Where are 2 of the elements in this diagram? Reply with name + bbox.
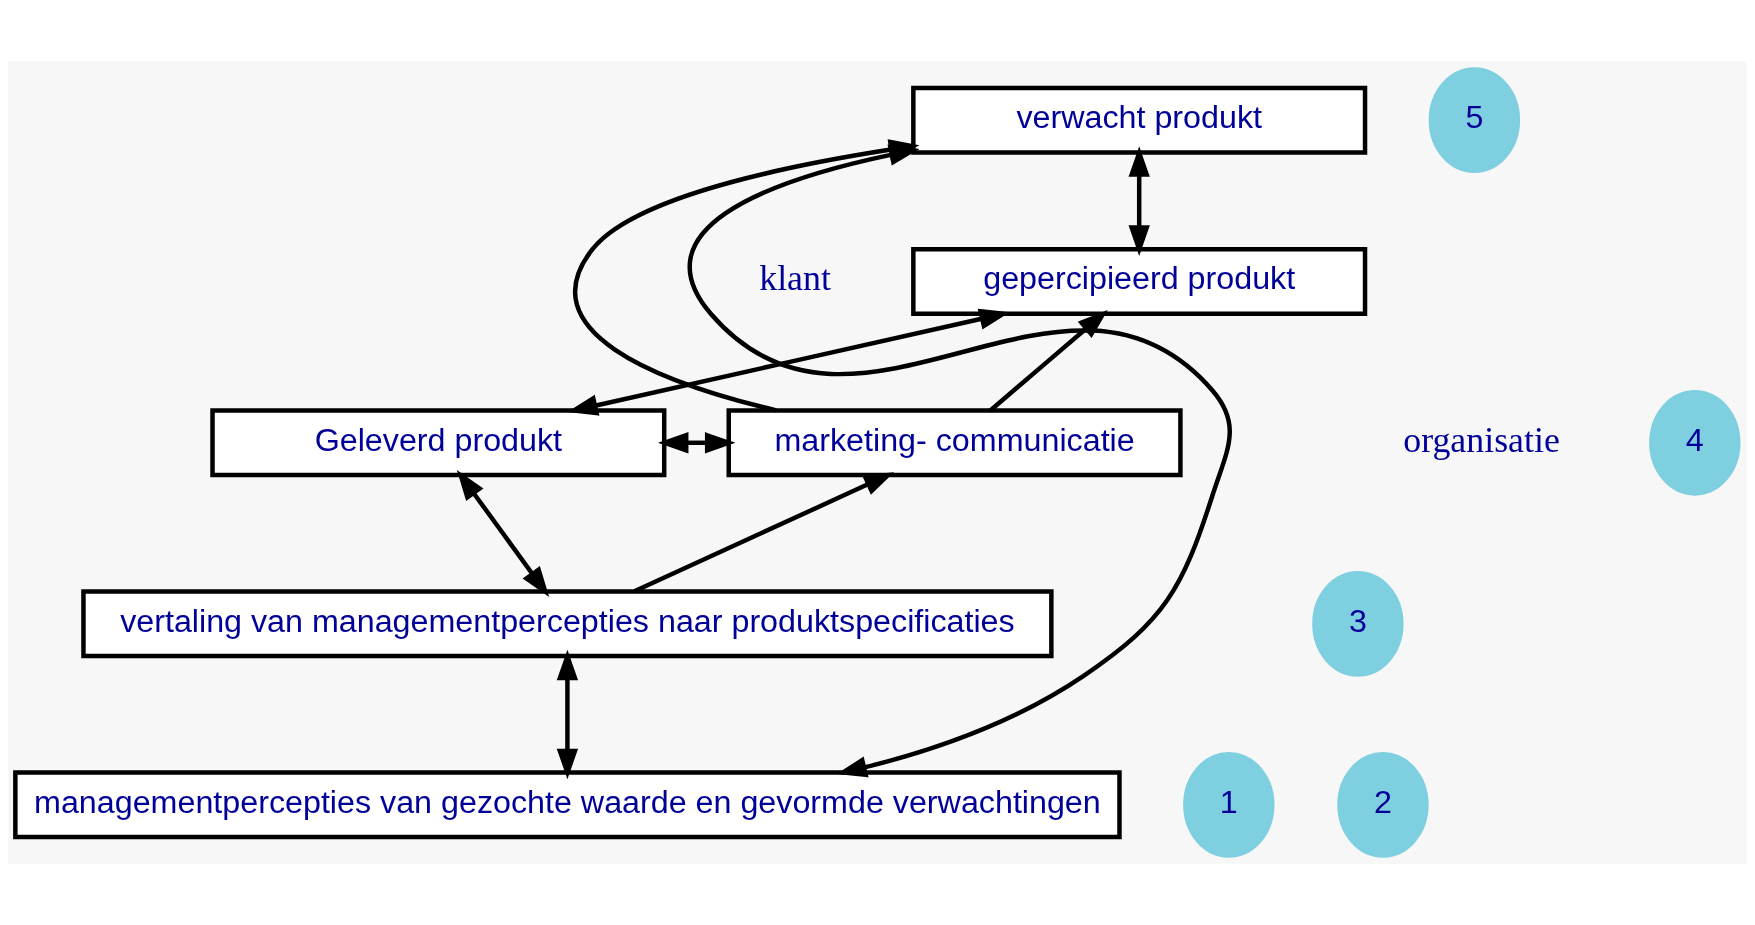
label: klant — [759, 258, 831, 299]
label: organisatie — [1403, 419, 1560, 460]
